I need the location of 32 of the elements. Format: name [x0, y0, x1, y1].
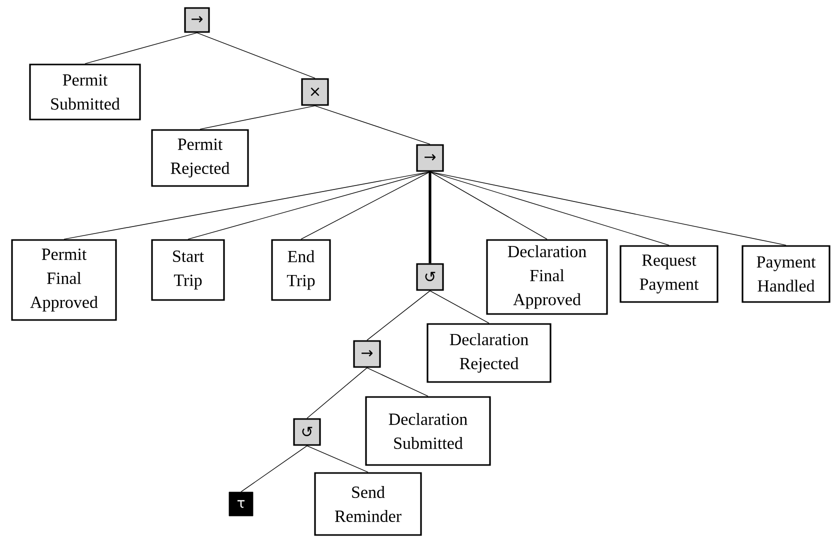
activity-box: Payment Handled	[742, 245, 830, 303]
operator-box: →	[184, 7, 210, 33]
connector-line	[306, 367, 368, 419]
connector-line	[314, 105, 430, 145]
connector-line	[188, 171, 430, 240]
operator-box: →	[353, 340, 381, 368]
connector-line	[84, 32, 198, 64]
connector-line	[430, 171, 670, 246]
connector-line	[428, 172, 432, 264]
connector-line	[300, 171, 430, 240]
activity-box: Permit Final Approved	[11, 239, 117, 321]
connector-line	[196, 32, 316, 79]
activity-box: Declaration Rejected	[426, 323, 552, 383]
operator-box: →	[416, 144, 444, 172]
activity-box: Send Reminder	[314, 472, 422, 536]
operator-box: ↺	[293, 418, 321, 446]
activity-box: Permit Rejected	[151, 129, 249, 187]
activity-box: Start Trip	[151, 239, 225, 301]
activity-box: Declaration Final Approved	[486, 239, 608, 315]
operator-box: ×	[301, 78, 329, 106]
connector-line	[200, 105, 316, 130]
connector-line	[430, 171, 786, 246]
silent-step-box: τ	[228, 492, 254, 516]
activity-box: Request Payment	[620, 245, 718, 303]
operator-box: ↺	[416, 263, 444, 291]
connector-line	[430, 171, 548, 240]
connector-line	[366, 367, 428, 397]
activity-box: End Trip	[271, 239, 331, 301]
activity-box: Permit Submitted	[29, 64, 141, 120]
activity-box: Declaration Submitted	[365, 396, 491, 466]
connector-line	[366, 290, 430, 341]
connector-line	[240, 445, 308, 492]
